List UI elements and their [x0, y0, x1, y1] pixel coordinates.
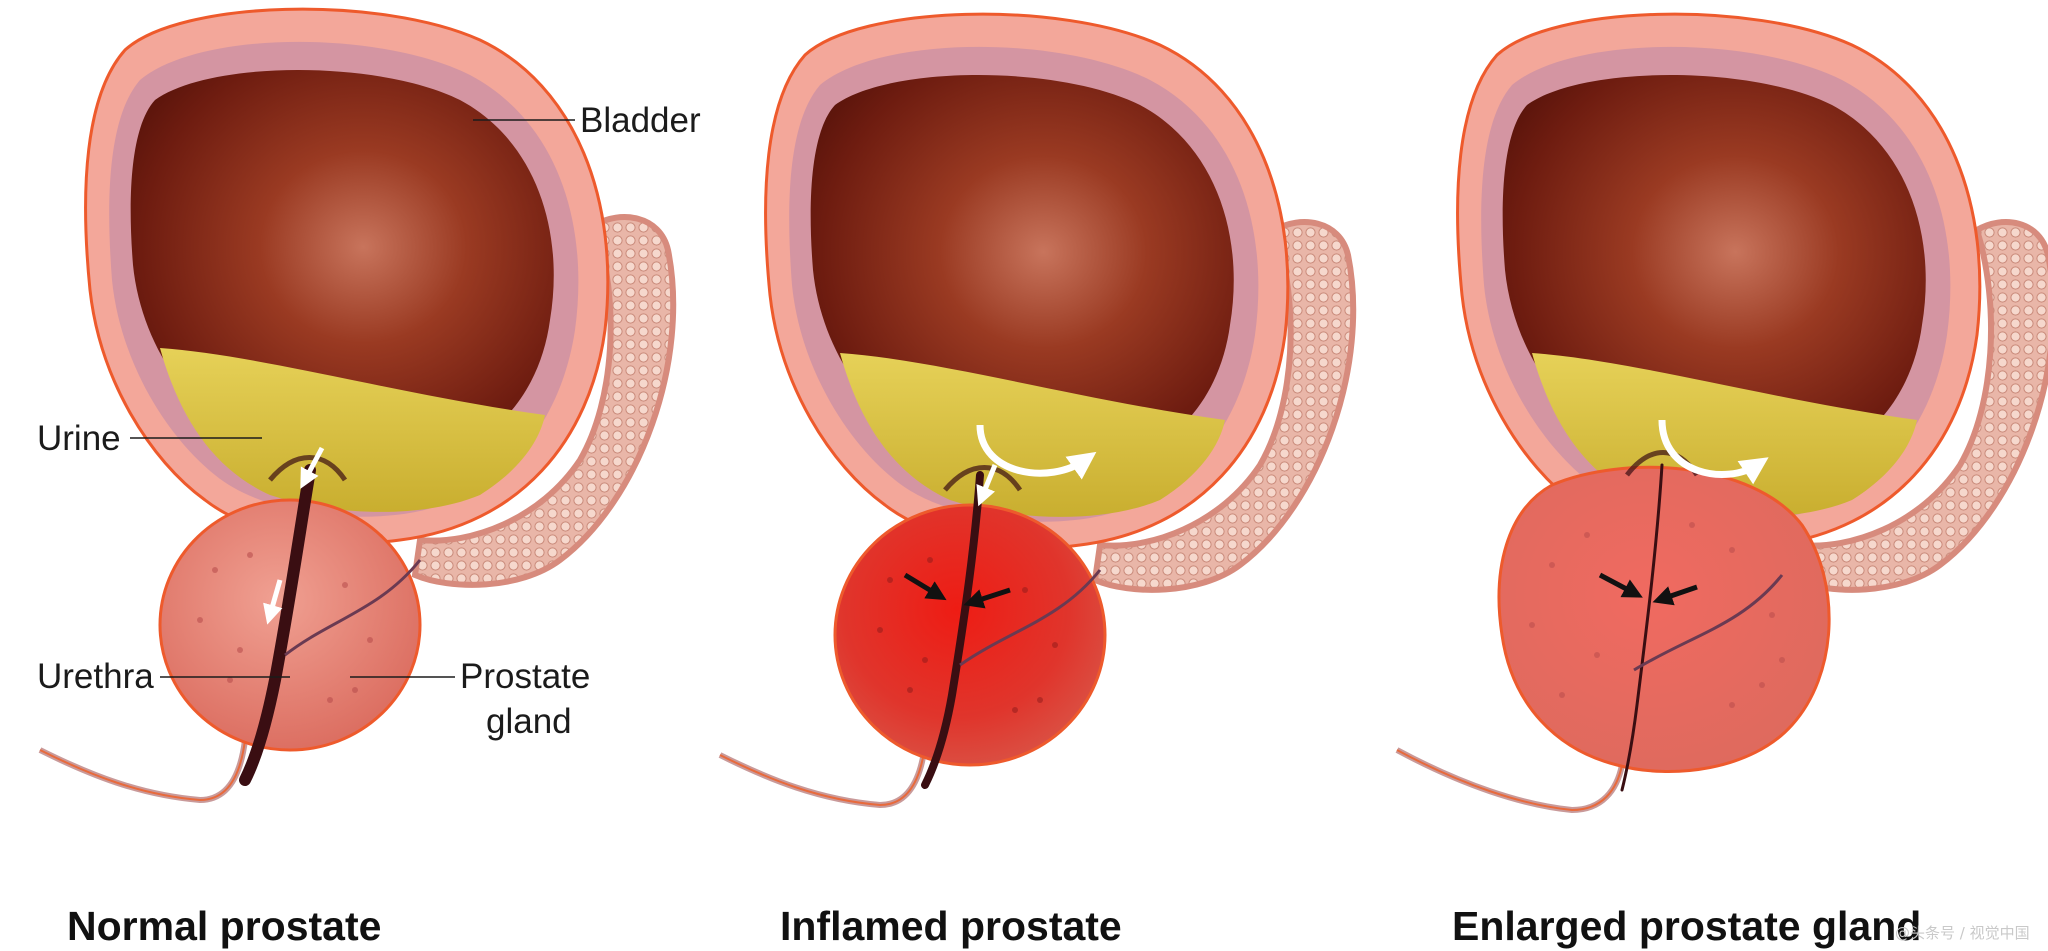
panel-inflamed-prostate: Inflamed prostate — [718, 12, 1357, 949]
compression-arrow-icon — [903, 572, 947, 601]
seminal-vesicle — [411, 214, 677, 588]
panel-normal-prostate: Bladder Urine Urethra Prostate gland Nor… — [37, 7, 701, 949]
watermark-text: @头条号 / 视觉中国 — [1895, 924, 2030, 942]
curved-flow-arrow-icon — [1658, 419, 1769, 485]
flow-arrow-icon — [300, 446, 325, 489]
urethra — [1620, 463, 1664, 792]
enlarged-prostate-gland — [1497, 465, 1831, 773]
prostate-gland-label-line1: Prostate — [460, 657, 590, 696]
curved-flow-arrow-icon — [976, 424, 1097, 480]
flow-arrow-icon — [976, 464, 998, 507]
seminal-vesicle — [1791, 219, 2048, 593]
urethra-label: Urethra — [37, 657, 154, 696]
compression-arrow-icon — [1652, 584, 1698, 606]
compression-arrow-icon — [963, 587, 1011, 609]
urine-label: Urine — [37, 419, 121, 458]
panel-enlarged-prostate: Enlarged prostate gland — [1395, 12, 2048, 949]
urine — [840, 353, 1225, 517]
compression-arrow-icon — [1598, 572, 1643, 598]
flow-arrow-icon — [263, 579, 283, 625]
urethra — [239, 464, 316, 786]
prostate-gland-label-line2: gland — [486, 702, 572, 741]
bladder-label: Bladder — [580, 101, 701, 140]
panel-title-enlarged: Enlarged prostate gland — [1452, 903, 1921, 949]
panel-title-normal: Normal prostate — [67, 903, 381, 949]
seminal-vesicle — [1091, 219, 1357, 593]
urethra — [921, 471, 984, 789]
urine — [160, 348, 545, 512]
panel-title-inflamed: Inflamed prostate — [780, 903, 1122, 949]
